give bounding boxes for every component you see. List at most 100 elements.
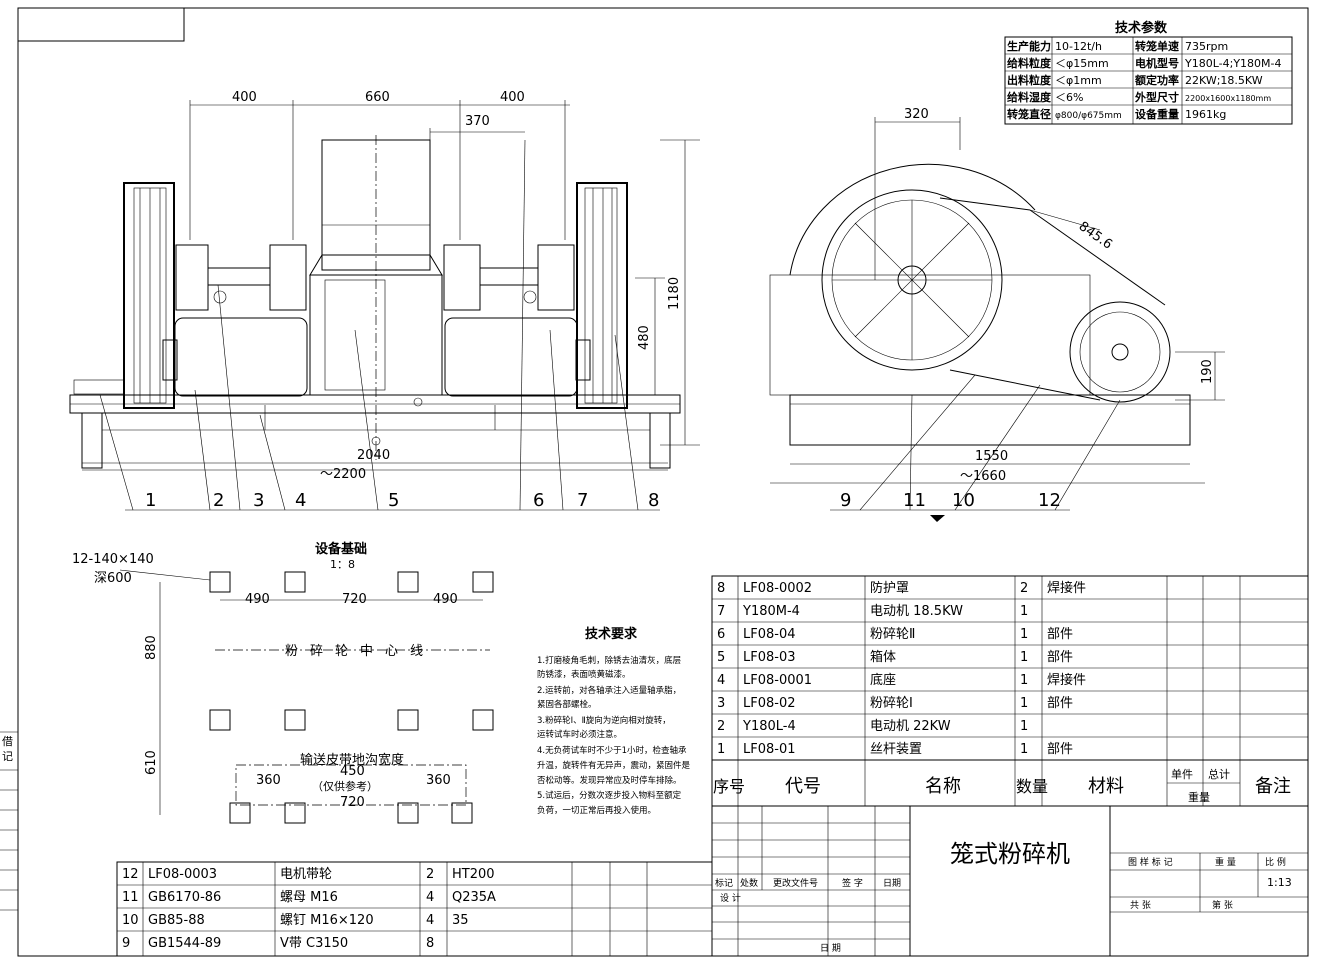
- requirement-line: 升温，旋转件有无异声，震动，紧固件是: [537, 760, 691, 771]
- bom-qty: 1: [1020, 673, 1028, 688]
- bom-header-qty: 数量: [1016, 777, 1048, 796]
- bom-code: LF08-0003: [148, 867, 217, 882]
- belt-note: （仅供参考）: [312, 779, 378, 793]
- code-box: [17, 7, 185, 42]
- depth-label: 深600: [94, 571, 132, 586]
- requirement-line: 4.无负荷试车时不少于1小时，检查轴承: [537, 745, 687, 756]
- foundation-scale: 1：8: [330, 558, 355, 571]
- requirement-line: 3.粉碎轮Ⅰ、Ⅱ旋向为逆向相对旋转，: [537, 715, 671, 726]
- sheet-no: 第 张: [1212, 899, 1233, 911]
- center-line-label: 粉碎轮中心线: [285, 644, 435, 659]
- param-label: 设备重量: [1135, 107, 1179, 121]
- bom-no: 2: [717, 719, 725, 734]
- requirement-line: 紧固各部螺栓。: [537, 699, 597, 710]
- scale-label: 比 例: [1265, 856, 1286, 868]
- bom-code: LF08-0002: [743, 581, 812, 596]
- callout-7: 7: [577, 490, 588, 511]
- foundation-pits: [209, 571, 494, 824]
- front-view: 400 660 400 370: [69, 90, 700, 511]
- bom-code: LF08-04: [743, 627, 796, 642]
- param-label: 给料粒度: [1007, 56, 1052, 70]
- bom-material: 35: [452, 913, 469, 928]
- bom-qty: 4: [426, 913, 434, 928]
- requirement-line: 否松动等。发现异常应及时停车排除。: [537, 775, 682, 786]
- bom-qty: 1: [1020, 627, 1028, 642]
- dim-450: 450: [340, 764, 365, 779]
- drawing-frame: [17, 7, 1309, 957]
- dim-2200: ～2200: [320, 467, 366, 482]
- param-label: 额定功率: [1135, 73, 1179, 87]
- bom-name: 防护罩: [870, 580, 909, 596]
- dim-610: 610: [144, 750, 159, 775]
- date2-label: 日 期: [820, 943, 841, 954]
- dim-1660: ～1660: [960, 469, 1006, 484]
- bom-no: 8: [717, 581, 725, 596]
- bom-name: 底座: [870, 672, 896, 688]
- bom-no: 7: [717, 604, 725, 619]
- param-value: φ800/φ675mm: [1055, 111, 1122, 121]
- bom-code: LF08-01: [743, 742, 796, 757]
- tech-params-table: 技术参数 生产能力 10-12t/h 转笼单速 735rpm 给料粒度 ＜φ15…: [1004, 20, 1293, 125]
- bom-header-no: 序号: [713, 777, 745, 796]
- foundation-title: 设备基础: [315, 541, 367, 557]
- callout-1: 1: [145, 490, 156, 511]
- bom-header-total: 总计: [1208, 767, 1230, 781]
- bom-name: 螺母 M16: [280, 890, 338, 905]
- dim-490-right: 490: [433, 592, 458, 607]
- dim-360-left: 360: [256, 773, 281, 788]
- bom-no: 10: [122, 913, 139, 928]
- dim-2040: 2040: [357, 448, 390, 463]
- callout-6: 6: [533, 490, 544, 511]
- mark-label: 标记: [715, 877, 733, 889]
- bom-material: 部件: [1047, 627, 1073, 642]
- callout-4: 4: [295, 490, 306, 511]
- param-value: 735rpm: [1185, 40, 1228, 53]
- bom-qty: 1: [1020, 696, 1028, 711]
- callout-8: 8: [648, 490, 659, 511]
- bom-no: 9: [122, 936, 130, 951]
- bom-code: GB6170-86: [148, 890, 221, 905]
- bom-qty: 1: [1020, 650, 1028, 665]
- pit-label: 12-140×140: [72, 552, 154, 567]
- param-label: 转笼直径: [1007, 107, 1051, 121]
- bom-material: Q235A: [452, 890, 496, 905]
- dim-720-bottom: 720: [340, 795, 365, 810]
- drawing-name: 笼式粉碎机: [950, 840, 1070, 868]
- requirements-title: 技术要求: [585, 626, 638, 642]
- bom-no: 4: [717, 673, 725, 688]
- bom-name: 粉碎轮Ⅰ: [870, 696, 913, 711]
- bom-qty: 2: [1020, 581, 1028, 596]
- bom-code: LF08-0001: [743, 673, 812, 688]
- total-sheets: 共 张: [1130, 900, 1151, 911]
- bom-lower-table: 12 LF08-0003 电机带轮 2 HT200 11 GB6170-86 螺…: [116, 861, 713, 957]
- dim-880: 880: [144, 635, 159, 660]
- sign-label: 签 字: [842, 877, 863, 889]
- param-value: 22KW;18.5KW: [1185, 74, 1263, 87]
- callout-2: 2: [213, 490, 224, 511]
- bom-material: HT200: [452, 867, 495, 882]
- param-label: 外型尺寸: [1134, 90, 1179, 104]
- tech-params-title: 技术参数: [1115, 20, 1168, 36]
- bom-header-remark: 备注: [1255, 776, 1291, 797]
- bom-header-code: 代号: [785, 776, 821, 797]
- param-label: 电机型号: [1135, 56, 1179, 70]
- bom-code: GB1544-89: [148, 936, 221, 951]
- bom-no: 3: [717, 696, 725, 711]
- dim-845: 845.6: [1076, 219, 1115, 253]
- bom-qty: 2: [426, 867, 434, 882]
- bom-material: 部件: [1047, 742, 1073, 757]
- bom-qty: 4: [426, 890, 434, 905]
- technical-requirements: 技术要求 1.打磨棱角毛刺，除锈去油清灰，底层 防锈漆，表面喷黄磁漆。 2.运转…: [537, 626, 691, 816]
- dim-720-top: 720: [342, 592, 367, 607]
- count-label: 处数: [740, 877, 758, 889]
- param-value: 10-12t/h: [1055, 40, 1102, 53]
- bom-no: 1: [717, 742, 725, 757]
- bom-material: 部件: [1047, 650, 1073, 665]
- callout-11: 11: [903, 490, 926, 511]
- callout-5: 5: [388, 490, 399, 511]
- bom-code: Y180L-4: [742, 719, 796, 734]
- param-label: 出料粒度: [1007, 73, 1052, 87]
- bom-qty: 1: [1020, 742, 1028, 757]
- bom-qty: 1: [1020, 719, 1028, 734]
